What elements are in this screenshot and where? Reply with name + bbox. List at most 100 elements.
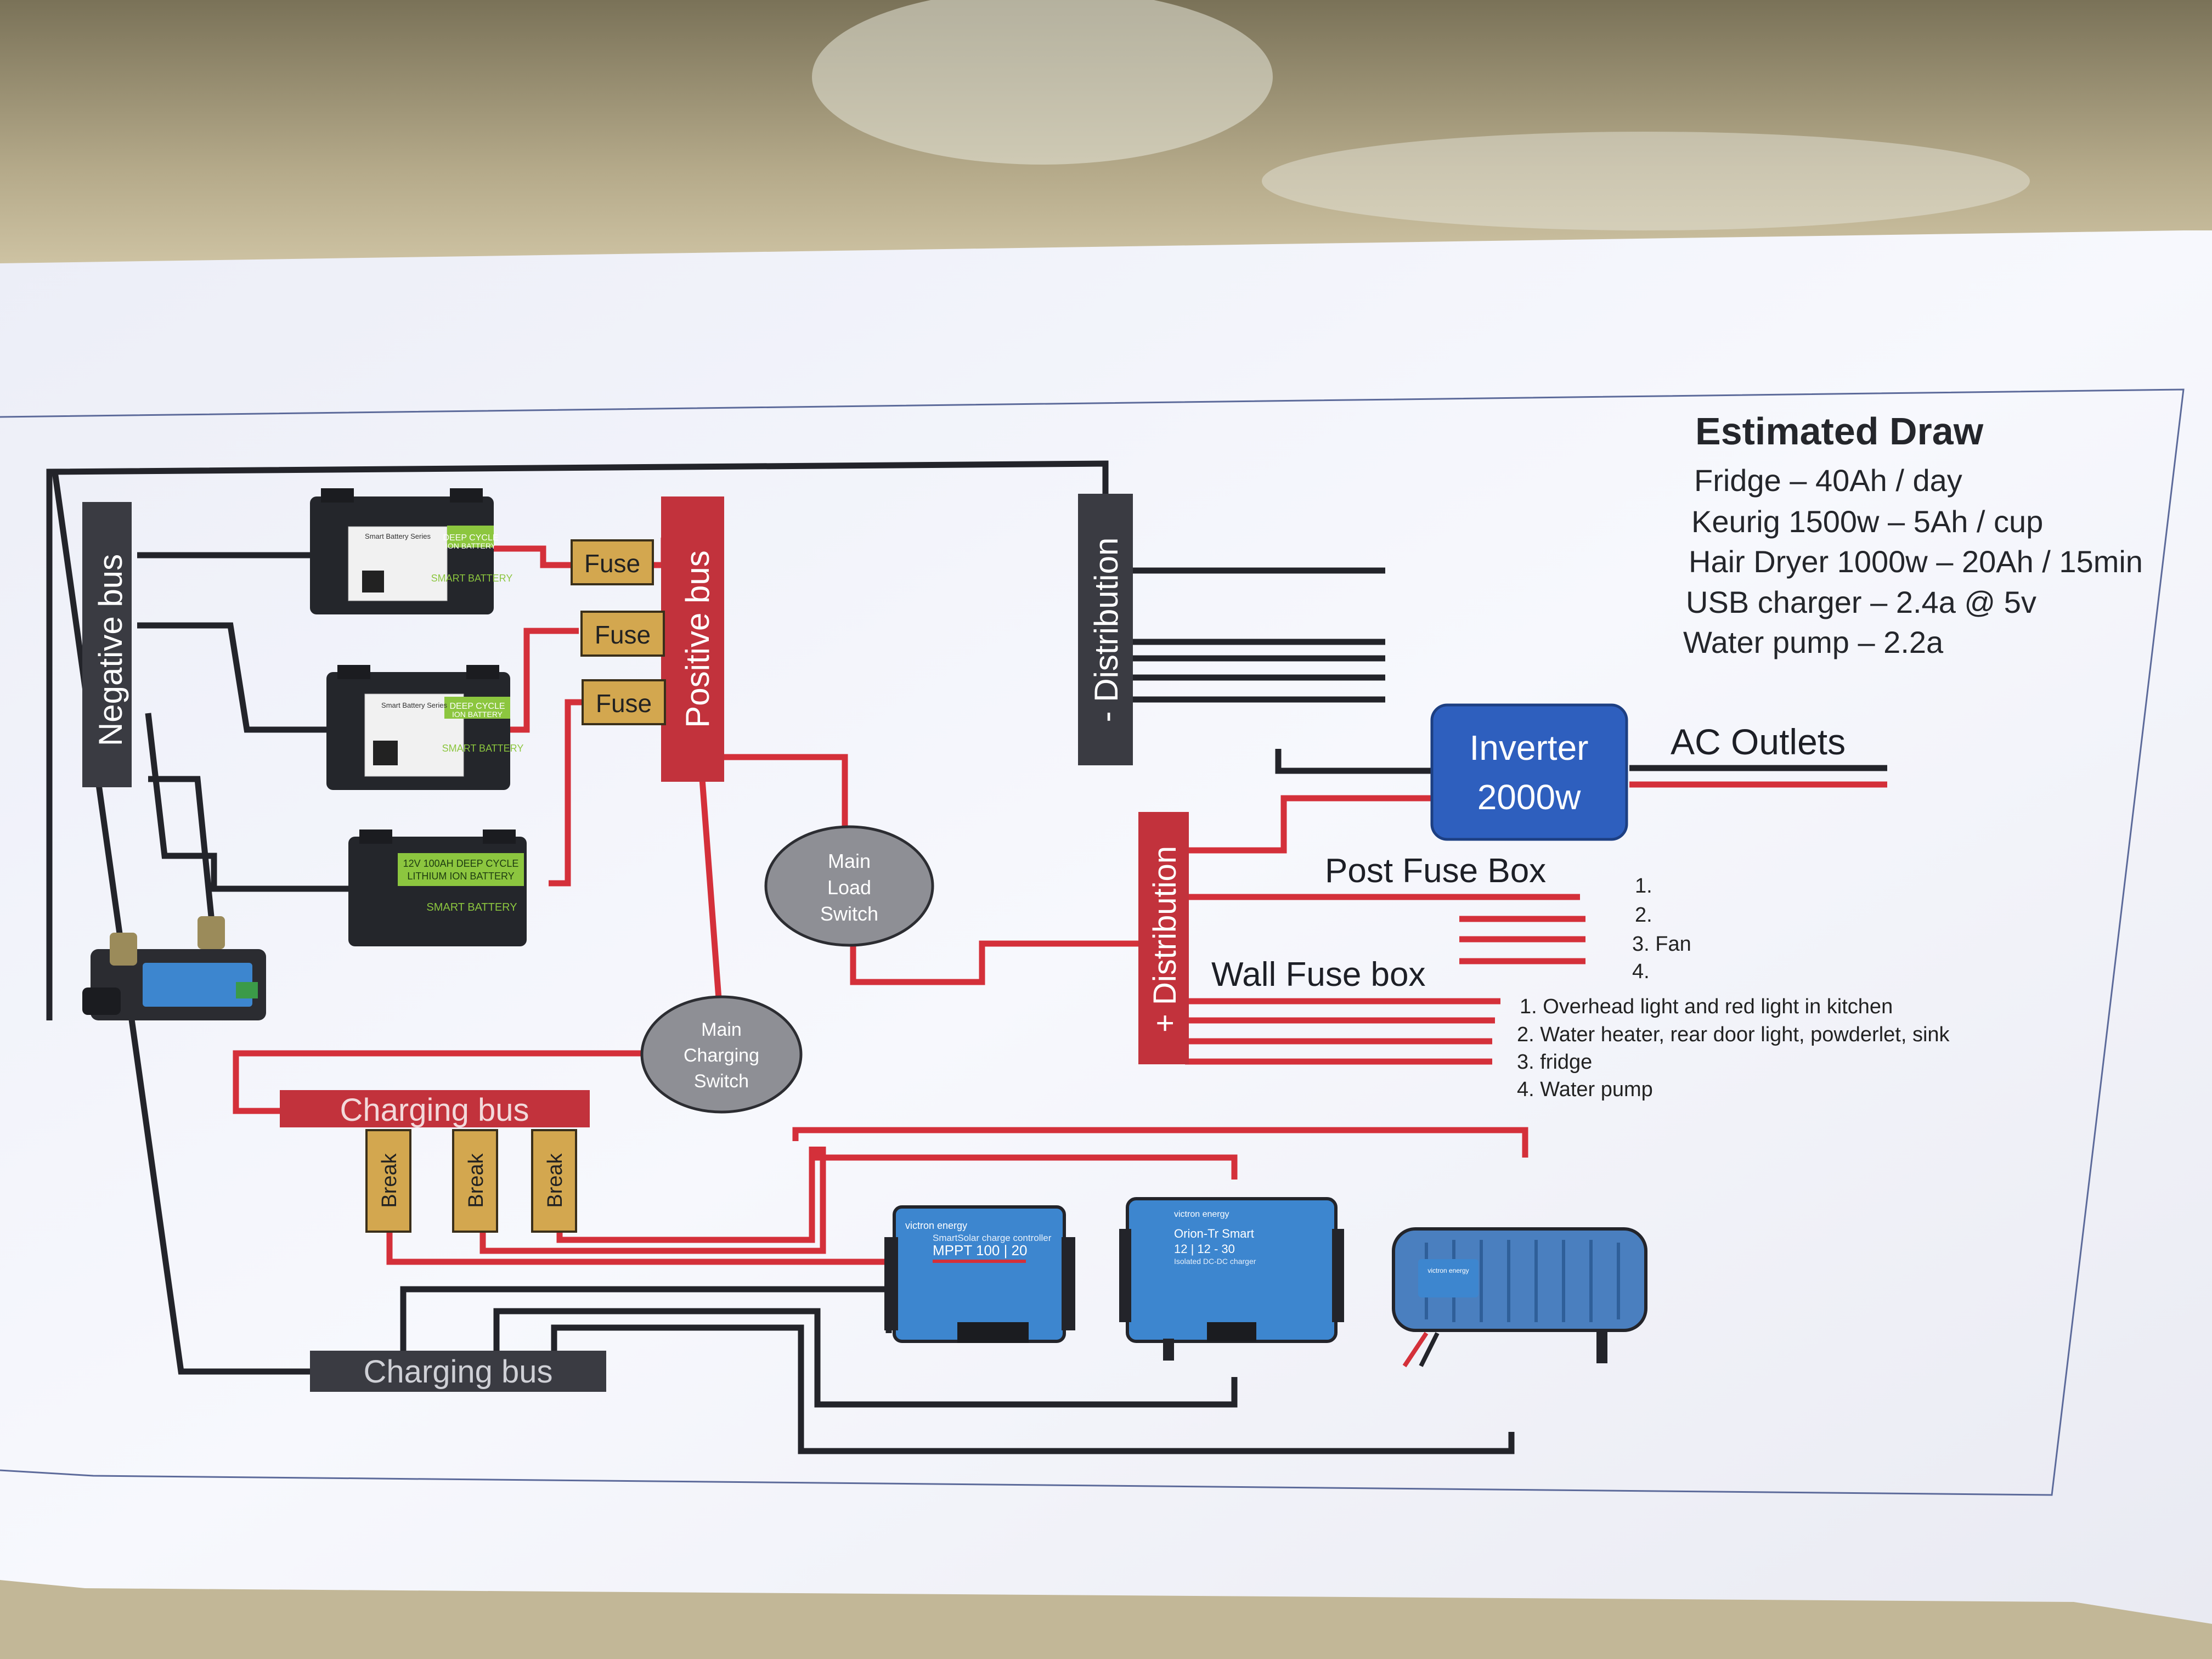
ac-outlets-label: AC Outlets	[1671, 721, 1846, 762]
neg-distribution-label: - Distribution	[1088, 538, 1125, 723]
mppt-brand: victron energy	[905, 1220, 967, 1231]
wall-fuse-item: 1. Overhead light and red light in kitch…	[1520, 995, 1893, 1018]
break3-wire	[556, 1147, 815, 1243]
fuse-2-label: Fuse	[595, 620, 651, 649]
paper-sheet	[0, 230, 2212, 1624]
orion-line1: Orion-Tr Smart	[1174, 1227, 1254, 1240]
charging-switch-to-charging-bus	[233, 1050, 650, 1114]
post-fuse-item: 1.	[1635, 874, 1652, 898]
post-fuse-item: 4.	[1632, 960, 1650, 983]
charger-brand: victron energy	[1427, 1267, 1469, 1274]
breaker-3-label: Break	[544, 1153, 567, 1207]
draw-line: Fridge – 40Ah / day	[1694, 463, 1962, 498]
shunt-negative	[148, 776, 217, 944]
battery-1-sticker: Smart Battery Series	[365, 532, 431, 540]
inverter-line1: Inverter	[1470, 728, 1589, 768]
glare-reflection	[812, 0, 1273, 165]
wall-fuse-item: 4. Water pump	[1517, 1078, 1653, 1101]
negative-distribution: - Distribution	[1078, 494, 1133, 765]
battery-2-brand: SMART BATTERY	[442, 743, 524, 754]
mppt-controller: victron energy SmartSolar charge control…	[884, 1205, 1075, 1343]
battery-1: DEEP CYCLE ION BATTERY Smart Battery Ser…	[310, 488, 512, 614]
battery-3-sub: LITHIUM ION BATTERY	[407, 871, 514, 882]
positive-distribution: + Distribution	[1138, 812, 1189, 1064]
charging-bus-to-charger	[551, 1324, 1515, 1454]
negative-bus-label: Negative bus	[92, 554, 129, 746]
mppt-line1: SmartSolar charge controller	[933, 1233, 1052, 1243]
break2-wire	[479, 1147, 826, 1254]
battery-shunt	[82, 916, 266, 1020]
post-fuse-item: 2.	[1635, 904, 1652, 927]
breaker-2-label: Break	[465, 1153, 488, 1207]
positive-bus: Positive bus	[661, 496, 724, 782]
load-switch-line1: Main	[828, 850, 871, 872]
fuse-1: Fuse	[571, 539, 654, 585]
negative-wires	[46, 460, 1887, 1454]
orion-line2: 12 | 12 - 30	[1174, 1242, 1235, 1256]
battery-3-brand: SMART BATTERY	[426, 901, 517, 913]
battery-1-sub: ION BATTERY	[445, 541, 496, 550]
battery-2-sticker: Smart Battery Series	[381, 701, 447, 709]
charging-switch-line1: Main	[701, 1019, 742, 1040]
battery3-negative	[145, 713, 351, 892]
estimated-draw-title: Estimated Draw	[1695, 410, 1984, 453]
breaker-1: Break	[365, 1129, 411, 1233]
battery-2: DEEP CYCLE ION BATTERY Smart Battery Ser…	[326, 665, 523, 790]
wall-fuse-box-label: Wall Fuse box	[1211, 956, 1426, 994]
breaker-2: Break	[452, 1129, 498, 1233]
battery2-positive	[510, 628, 579, 733]
glare-reflection	[1262, 132, 2030, 230]
charging-bus-neg-label: Charging bus	[364, 1354, 553, 1390]
pos-bus-to-load-switch	[724, 754, 848, 850]
post-fuse-item: 3. Fan	[1632, 933, 1691, 956]
orion-brand: victron energy	[1174, 1210, 1229, 1219]
load-switch-line3: Switch	[820, 902, 878, 925]
breaker-3: Break	[531, 1129, 577, 1233]
load-switch-to-distribution	[850, 933, 1141, 985]
positive-bus-label: Positive bus	[679, 550, 716, 728]
charging-switch-line3: Switch	[694, 1071, 749, 1092]
wall-fuse-list: 1. Overhead light and red light in kitch…	[1517, 995, 1950, 1101]
pos-bus-to-charging-switch	[699, 778, 722, 999]
battery1-positive	[488, 545, 571, 568]
draw-line: USB charger – 2.4a @ 5v	[1686, 585, 2036, 619]
negative-charging-bus: Charging bus	[310, 1351, 606, 1392]
breaker-1-label: Break	[378, 1153, 401, 1207]
fuse-3: Fuse	[582, 679, 666, 725]
fuse-3-label: Fuse	[596, 689, 652, 718]
draw-line: Keurig 1500w – 5Ah / cup	[1691, 504, 2043, 539]
fuse-2: Fuse	[580, 611, 665, 657]
post-fuse-box-label: Post Fuse Box	[1325, 852, 1546, 890]
post-fuse-list: 1. 2. 3. Fan 4.	[1632, 874, 1691, 983]
orion-line3: Isolated DC-DC charger	[1174, 1257, 1256, 1266]
draw-line: Water pump – 2.2a	[1683, 625, 1944, 659]
mppt-line2: MPPT 100 | 20	[933, 1242, 1027, 1259]
qr-code-icon	[362, 571, 384, 592]
battery2-negative	[137, 622, 329, 733]
estimated-draw: Estimated Draw Fridge – 40Ah / day Keuri…	[1683, 410, 2143, 659]
orion-dc-dc-charger: victron energy Orion-Tr Smart 12 | 12 - …	[1119, 1197, 1344, 1361]
print-border	[0, 388, 2185, 1496]
wall-fuse-item: 3. fridge	[1517, 1051, 1592, 1074]
charging-loop-top	[792, 1127, 1528, 1158]
main-charging-switch: Main Charging Switch	[640, 995, 803, 1114]
positive-charging-bus: Charging bus	[280, 1090, 590, 1128]
pos-distribution-label: + Distribution	[1147, 846, 1183, 1032]
draw-line: Hair Dryer 1000w – 20Ah / 15min	[1689, 544, 2143, 579]
load-switch-line2: Load	[827, 876, 871, 899]
battery-1-band: DEEP CYCLE	[443, 533, 498, 543]
charging-bus-pos-label: Charging bus	[340, 1092, 529, 1128]
inverter-negative	[1275, 749, 1432, 774]
charging-switch-line2: Charging	[684, 1045, 759, 1066]
battery-2-sub: ION BATTERY	[452, 710, 503, 719]
inverter-line2: 2000w	[1477, 777, 1581, 817]
distribution-to-inverter	[1185, 795, 1448, 854]
battery-3-band: 12V 100AH DEEP CYCLE	[403, 858, 519, 869]
battery-3: 12V 100AH DEEP CYCLE LITHIUM ION BATTERY…	[348, 830, 527, 946]
top-negative-wire	[46, 460, 1109, 1020]
main-load-switch: Main Load Switch	[764, 825, 934, 947]
positive-wires	[233, 538, 1887, 1265]
charging-bus-to-orion	[493, 1308, 1238, 1408]
inverter: Inverter 2000w	[1430, 703, 1628, 841]
